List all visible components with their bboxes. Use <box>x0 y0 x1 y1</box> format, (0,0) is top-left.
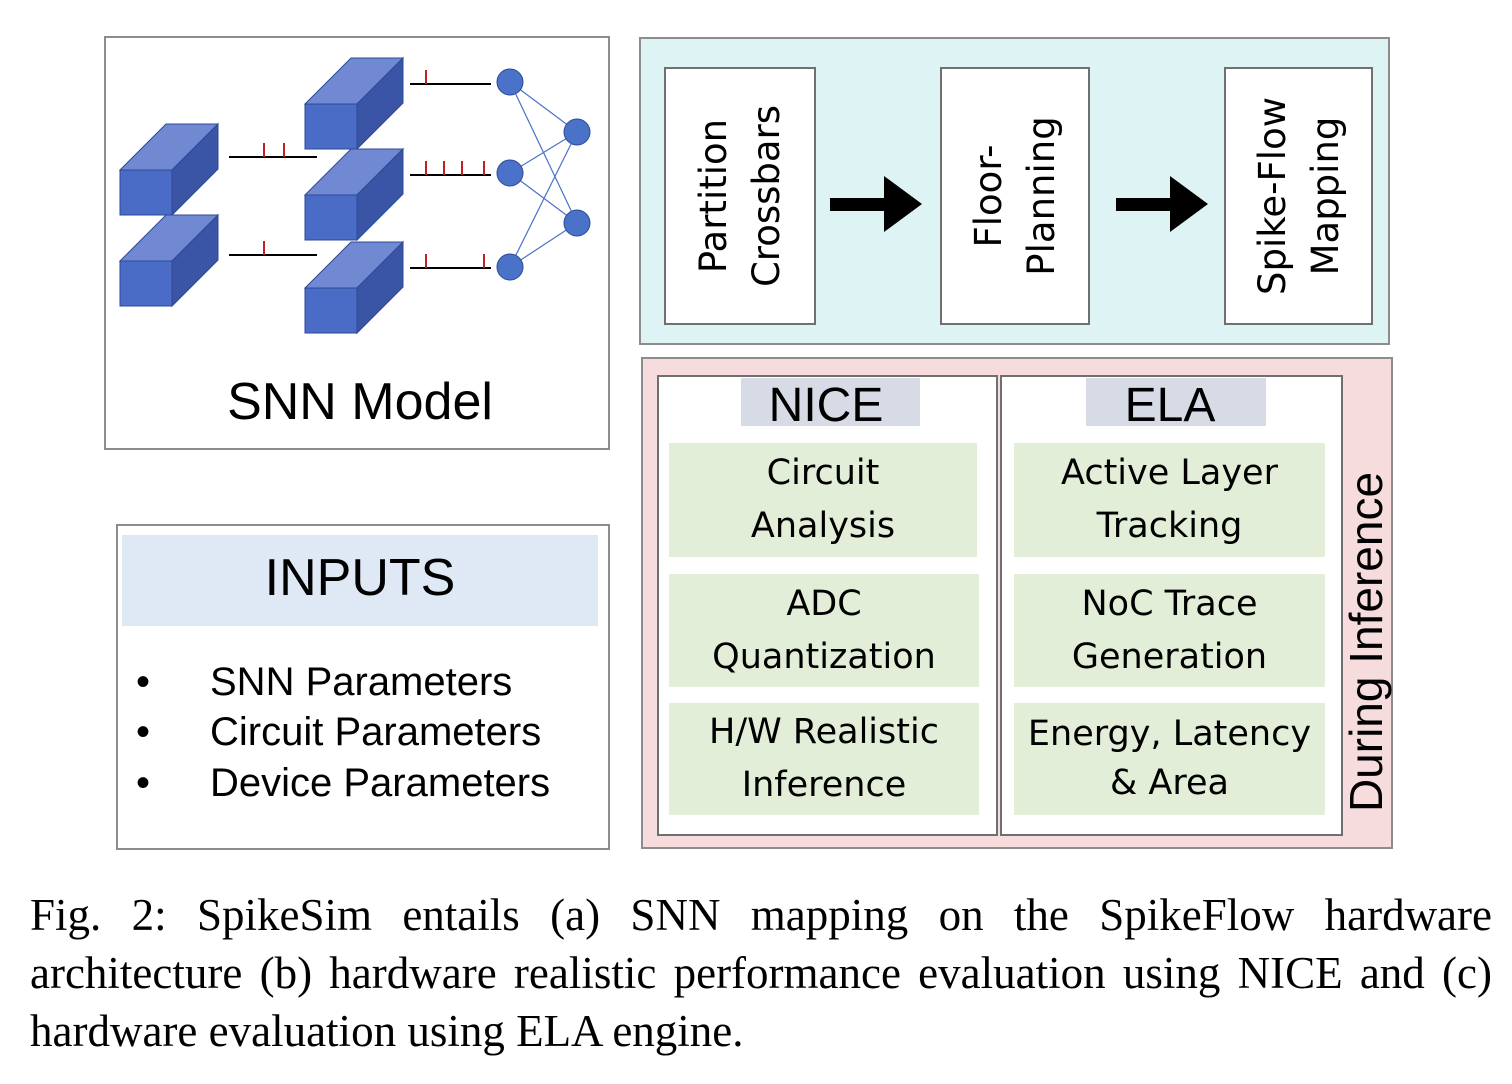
nice-title: NICE <box>768 379 884 432</box>
nice-title-tab <box>741 378 920 426</box>
during-inference-label: During Inference <box>1340 471 1392 813</box>
ela-title: ELA <box>1124 379 1216 432</box>
layer-cube <box>303 240 405 335</box>
bullet: • <box>136 761 151 805</box>
layer-cubes <box>118 56 405 335</box>
figure-caption: Fig. 2: SpikeSim entails (a) SNN mapping… <box>30 890 1492 1056</box>
flow-step-spike-flow-mapping: Spike-Flow Mapping <box>1224 67 1373 325</box>
neuron <box>496 68 524 96</box>
flow-step-label: Partition Crossbars <box>692 104 788 288</box>
module-hw-realistic-inference: H/W Realistic Inference <box>669 703 979 815</box>
module-circuit-analysis: Circuit Analysis <box>669 443 977 557</box>
module-active-layer-tracking: Active Layer Tracking <box>1014 443 1325 557</box>
bullet: • <box>136 710 151 754</box>
neuron <box>496 253 524 281</box>
layer-cube <box>118 122 220 217</box>
neuron <box>496 159 524 187</box>
spike-trains <box>229 70 491 269</box>
inputs-header <box>122 535 598 626</box>
synapse-line <box>509 172 578 224</box>
module-noc-trace-generation: NoC Trace Generation <box>1014 574 1325 687</box>
flow-arrow-icon <box>1116 176 1208 232</box>
flow-arrow-icon <box>830 176 922 232</box>
snn-network-illustration <box>118 56 591 335</box>
flow-step-label: Spike-Flow Mapping <box>1250 97 1347 295</box>
module-adc-quantization: ADC Quantization <box>669 574 979 687</box>
neuron <box>563 118 591 146</box>
flow-step-partition-crossbars: Partition Crossbars <box>664 67 816 325</box>
spike-train <box>410 70 491 85</box>
input-item-label: Circuit Parameters <box>210 710 542 754</box>
spike-train <box>229 241 317 256</box>
spike-train <box>410 254 491 269</box>
bullet: • <box>136 660 151 704</box>
input-item-label: SNN Parameters <box>210 660 513 704</box>
inputs-title: INPUTS <box>264 549 456 607</box>
flow-step-label: Floor- Planning <box>967 116 1063 276</box>
snn-model-label: SNN Model <box>227 373 493 431</box>
neurons <box>496 68 591 281</box>
spike-train <box>410 161 491 176</box>
layer-cube <box>303 147 405 242</box>
synapse-line <box>509 81 578 133</box>
input-item-label: Device Parameters <box>210 761 551 805</box>
spike-train <box>229 143 317 158</box>
flow-step-floor-planning: Floor- Planning <box>940 67 1090 325</box>
ela-title-tab <box>1086 378 1266 426</box>
layer-cube <box>118 213 220 308</box>
synapse-line <box>509 131 578 268</box>
module-energy-latency-area: Energy, Latency & Area <box>1014 703 1325 815</box>
neuron <box>563 209 591 237</box>
layer-cube <box>303 56 405 151</box>
